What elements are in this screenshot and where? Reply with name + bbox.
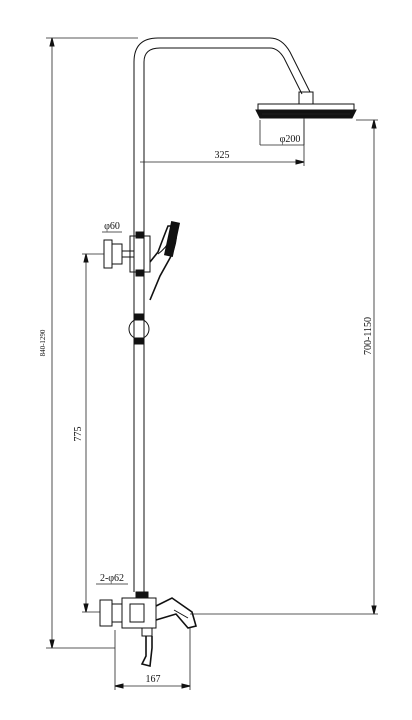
arm-length-label: 325 bbox=[215, 150, 230, 161]
mixer-body bbox=[121, 597, 157, 629]
total-height-label: 840-1290 bbox=[39, 329, 47, 356]
holder-wall-plate bbox=[103, 239, 113, 269]
total-height-dimension: 840-1290 bbox=[39, 37, 138, 649]
riser-height-label: 775 bbox=[73, 427, 84, 442]
head-diameter-label: φ200 bbox=[280, 134, 301, 145]
flange-diameter-label: 2-φ62 bbox=[100, 573, 124, 584]
slide-bracket bbox=[129, 235, 151, 273]
mixer-wall-flange bbox=[99, 599, 113, 627]
rain-shower-head bbox=[255, 103, 357, 119]
bath-mixer-valve bbox=[99, 591, 197, 667]
hand-shower bbox=[149, 220, 181, 301]
riser-pipe bbox=[133, 62, 145, 592]
hand-shower-holder bbox=[103, 231, 151, 277]
slide-knob bbox=[128, 313, 150, 345]
shower-arm bbox=[133, 37, 314, 105]
mixer-width-dimension: 167 bbox=[114, 628, 191, 690]
diverter-stem bbox=[141, 627, 153, 637]
head-diameter-dimension: φ200 bbox=[259, 120, 305, 146]
holder-diameter-label: φ60 bbox=[104, 221, 120, 232]
head-height-dimension: 700-1150 bbox=[190, 119, 378, 615]
flange-diameter-dimension: 2-φ62 bbox=[96, 573, 128, 585]
riser-height-dimension: 775 bbox=[73, 253, 104, 613]
head-height-label: 700-1150 bbox=[363, 317, 374, 355]
arm-length-dimension: 325 bbox=[140, 118, 305, 166]
holder-diameter-dimension: φ60 bbox=[102, 221, 122, 233]
arm-connector bbox=[298, 91, 314, 105]
mixer-width-label: 167 bbox=[146, 674, 161, 685]
